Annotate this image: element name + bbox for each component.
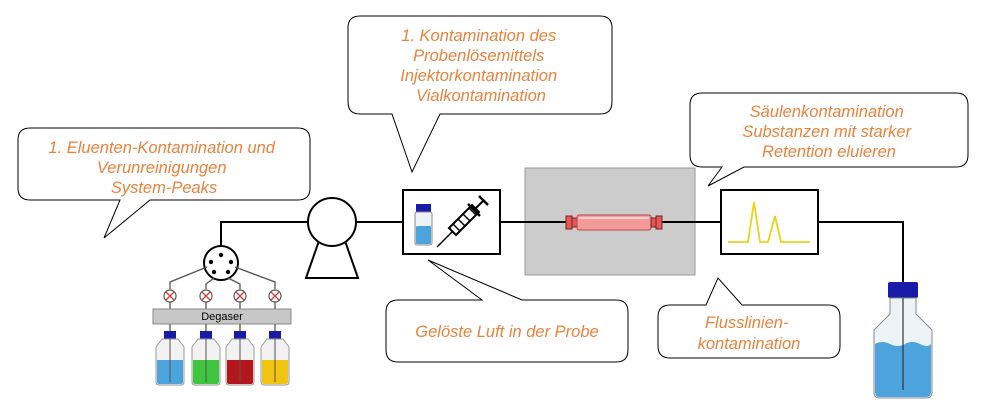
solvent-bottle-1 bbox=[155, 331, 185, 386]
svg-text:Gelöste Luft in der Probe: Gelöste Luft in der Probe bbox=[415, 323, 598, 341]
check-valve-3 bbox=[233, 289, 247, 303]
flow-line-mixer-to-pump bbox=[220, 221, 308, 247]
column-icon bbox=[565, 214, 663, 231]
callout-flowline-bubble bbox=[657, 277, 841, 359]
flow-line-detector-to-waste bbox=[818, 221, 904, 282]
callout-column-bubble bbox=[689, 92, 969, 187]
check-valve-1 bbox=[163, 289, 177, 303]
check-valves bbox=[163, 289, 282, 303]
callout-eluent-line-3: System-Peaks bbox=[111, 179, 217, 197]
svg-text:1. Kontamination des Pro: 1. Kontamination des Probenlösemittels I… bbox=[400, 27, 561, 105]
injector-icon bbox=[402, 189, 501, 255]
svg-text:1. Eluenten-Kontamination und: 1. Eluenten-Kontamination und Verunreini… bbox=[48, 139, 279, 197]
callout-sample: 1. Kontamination des Probenlösemittels I… bbox=[347, 15, 613, 174]
callout-eluent-line-1: 1. Eluenten-Kontamination und bbox=[48, 139, 275, 157]
callout-eluent-bubble bbox=[17, 127, 311, 239]
svg-text:Säulenkontamination Subs: Säulenkontamination Substanzen mit stark… bbox=[742, 103, 915, 161]
valve-to-degaser-lines bbox=[169, 302, 276, 309]
check-valve-4 bbox=[268, 289, 282, 303]
waste-bottle-icon bbox=[873, 282, 933, 399]
pump-icon bbox=[304, 197, 360, 279]
sample-vial-icon bbox=[414, 204, 433, 246]
callout-column-line-2: Substanzen mit starker bbox=[742, 123, 912, 141]
callout-air: Gelöste Luft in der Probe bbox=[385, 259, 629, 363]
degaser: Degaser bbox=[152, 308, 292, 325]
check-valve-2 bbox=[199, 289, 213, 303]
callout-column-line-1: Säulenkontamination bbox=[750, 103, 904, 121]
syringe-icon bbox=[436, 195, 489, 248]
callout-sample-line-3: Injektorkontamination bbox=[400, 67, 557, 85]
svg-text:Flusslinien- kontaminati: Flusslinien- kontamination bbox=[698, 314, 801, 353]
mixer-feed-lines bbox=[169, 266, 276, 289]
solvent-bottle-4 bbox=[260, 331, 290, 386]
callout-column: Säulenkontamination Substanzen mit stark… bbox=[689, 92, 969, 187]
degaser-to-bottle-lines bbox=[169, 324, 276, 331]
detector-icon bbox=[720, 189, 819, 255]
solvent-bottle-2 bbox=[191, 331, 221, 386]
callout-flowline: Flusslinien- kontamination bbox=[657, 277, 841, 359]
flow-lines bbox=[220, 221, 904, 282]
callout-flowline-line-1: Flusslinien- bbox=[705, 314, 789, 332]
callout-eluent: 1. Eluenten-Kontamination und Verunreini… bbox=[17, 127, 311, 239]
callout-sample-bubble bbox=[347, 15, 613, 174]
solvent-bottle-3 bbox=[225, 331, 255, 386]
detector-chromatogram-trace bbox=[728, 201, 810, 243]
callout-eluent-line-2: Verunreinigungen bbox=[97, 159, 227, 177]
callout-air-line-1: Gelöste Luft in der Probe bbox=[415, 323, 598, 341]
callout-air-bubble bbox=[385, 259, 629, 363]
callout-column-line-3: Retention eluieren bbox=[762, 143, 896, 161]
callout-sample-line-2: Probenlösemittels bbox=[413, 47, 544, 65]
degaser-box bbox=[152, 308, 292, 325]
mixing-valve-icon bbox=[203, 245, 239, 281]
callout-sample-line-1: 1. Kontamination des bbox=[401, 27, 556, 45]
callout-flowline-line-2: kontamination bbox=[698, 335, 801, 353]
callout-sample-line-4: Vialkontamination bbox=[416, 87, 546, 105]
degaser-label: Degaser bbox=[201, 311, 243, 323]
solvent-bottles bbox=[155, 331, 290, 386]
